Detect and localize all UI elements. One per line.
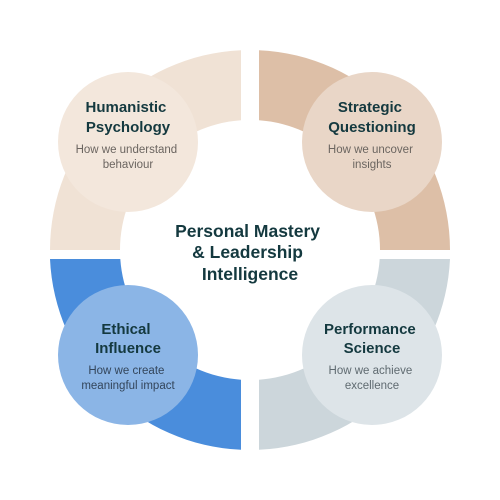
node-subtitle-strategic: How we uncover insights xyxy=(328,144,416,171)
node-circle-humanistic xyxy=(58,72,198,212)
node-ethical-influence: Ethical Influence How we create meaningf… xyxy=(58,285,198,425)
node-title-humanistic: Humanistic Psychology xyxy=(85,99,170,136)
node-title-ethical: Ethical Influence xyxy=(95,321,161,357)
node-circle-performance xyxy=(302,285,442,425)
node-title-strategic: Strategic Questioning xyxy=(328,99,416,136)
node-subtitle-humanistic: How we understand behaviour xyxy=(76,144,181,171)
node-performance-science: Performance Science How we achieve excel… xyxy=(302,285,442,425)
node-title-performance: Performance Science xyxy=(324,321,420,357)
node-subtitle-ethical: How we create meaningful impact xyxy=(81,365,175,392)
node-strategic-questioning: Strategic Questioning How we uncover ins… xyxy=(302,72,442,212)
center-title: Personal Mastery & Leadership Intelligen… xyxy=(175,221,325,284)
node-humanistic-psychology: Humanistic Psychology How we understand … xyxy=(58,72,198,212)
node-circle-strategic xyxy=(302,72,442,212)
node-circle-ethical xyxy=(58,285,198,425)
node-subtitle-performance: How we achieve excellence xyxy=(329,365,416,392)
